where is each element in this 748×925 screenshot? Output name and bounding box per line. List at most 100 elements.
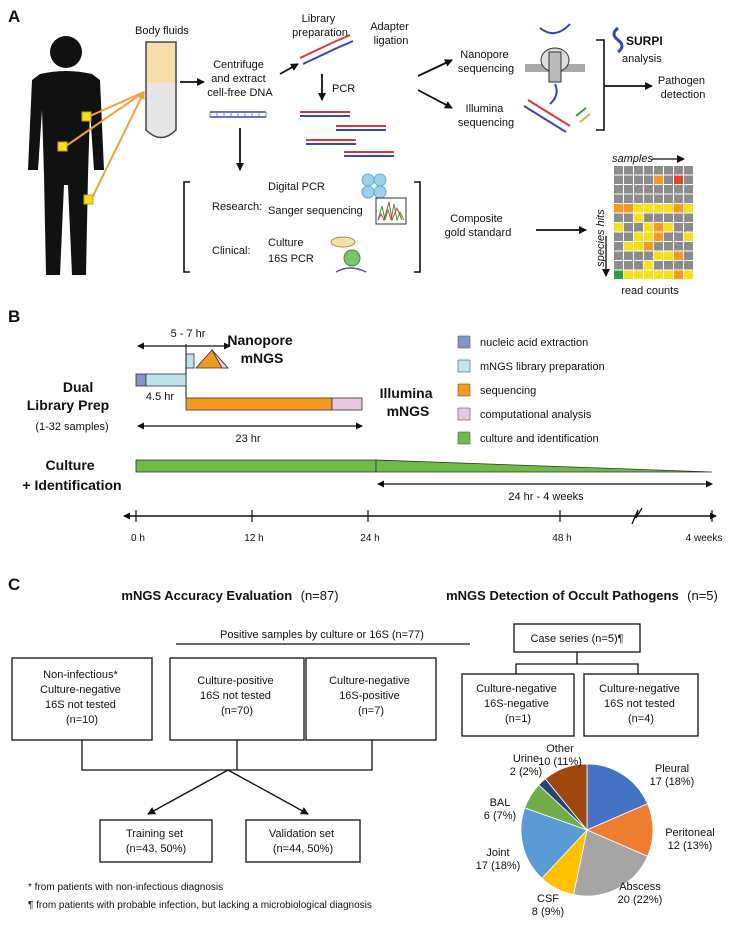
heatmap-cell (614, 242, 623, 251)
box-culture-negative-16s-positive: Culture-negative 16S-positive (n=7) (305, 657, 437, 741)
case-series-connectors (515, 652, 639, 674)
heatmap-cell (654, 270, 663, 279)
16s-pcr-icon (335, 249, 367, 273)
sample-site-markers (57, 91, 145, 205)
heatmap-cell (654, 232, 663, 241)
culture-duration-label: 24 hr - 4 weeks (508, 491, 584, 503)
heatmap-cell (654, 213, 663, 222)
legend-swatch (457, 383, 471, 397)
heatmap-cell (614, 185, 623, 194)
illumina-reads-icon (523, 99, 591, 133)
pie-value-urine: 2 (2%) (510, 766, 542, 778)
heatmap-cell (634, 166, 643, 175)
box-non-infectious: Non-infectious* Culture-negative 16S not… (11, 657, 153, 741)
accuracy-title: mNGS Accuracy Evaluation (n=87) (121, 587, 338, 604)
pie-slice-other (544, 763, 588, 832)
dna-fragments-icon (209, 111, 267, 118)
heatmap-cell (634, 185, 643, 194)
heatmap-cell (674, 194, 683, 203)
heatmap-cell (674, 270, 683, 279)
culture-timeline-bar (135, 459, 713, 473)
heatmap-cell (614, 223, 623, 232)
culture-dish-icon (330, 236, 356, 248)
heatmap-cell (614, 213, 623, 222)
sanger-trace-icon (375, 197, 407, 225)
heatmap-cell (684, 185, 693, 194)
species-hits-label: species hits (595, 209, 607, 267)
human-silhouette-icon (28, 36, 104, 275)
heatmap-cell (664, 261, 673, 270)
legend-swatch (457, 407, 471, 421)
heatmap-cell (644, 251, 653, 260)
library-prep-label: Library preparation (292, 13, 348, 39)
legend-label: nucleic acid extraction (480, 337, 588, 349)
heatmap-cell (654, 242, 663, 251)
axis-tick-48h: 48 h (552, 533, 571, 544)
adapter-dna-icon (299, 34, 354, 65)
clinical-label: Clinical: (212, 245, 251, 257)
heatmap-cell (614, 166, 623, 175)
surpi-logo-icon: SURPI (612, 26, 663, 54)
composite-label: Composite gold standard (445, 213, 512, 239)
axis-tick-24h: 24 h (360, 533, 379, 544)
heatmap-cell (644, 175, 653, 184)
heatmap-cell (674, 232, 683, 241)
nanopore-duration-label: 5 - 7 hr (171, 328, 206, 340)
samples-range-label: (1-32 samples) (35, 421, 108, 433)
heatmap-cell (614, 204, 623, 213)
heatmap-cell (664, 166, 673, 175)
heatmap-cell (614, 270, 623, 279)
heatmap-cell (664, 223, 673, 232)
box-validation-set: Validation set (n=44, 50%) (245, 819, 361, 863)
pie-label-pleural: Pleural (655, 763, 689, 775)
heatmap-cell (644, 261, 653, 270)
pcr-label: PCR (332, 83, 355, 95)
box-culture-positive: Culture-positive 16S not tested (n=70) (169, 657, 305, 741)
heatmap-cell (624, 242, 633, 251)
pie-value-pleural: 17 (18%) (650, 776, 695, 788)
heatmap-cell (624, 270, 633, 279)
svg-text:Culture-negative 16S-pos: Culture-negative 16S-positive (n=7) (329, 675, 413, 717)
time-axis (123, 507, 717, 525)
occult-pathogens-title: mNGS Detection of Occult Pathogens (n=5) (446, 587, 718, 604)
heatmap-grid (614, 166, 693, 279)
read-counts-label: read counts (621, 285, 679, 297)
svg-text:Non-infectious* Culture-: Non-infectious* Culture-negative 16S not… (40, 669, 124, 726)
pie-label-other: Other (546, 743, 574, 755)
centrifuge-label: Centrifuge and extract cell-free DNA (207, 59, 273, 99)
heatmap-cell (634, 251, 643, 260)
heatmap-cell (674, 261, 683, 270)
illumina-sequencing-label: Illumina sequencing (458, 103, 514, 129)
heatmap-cell (654, 194, 663, 203)
heatmap-cell (654, 166, 663, 175)
heatmap-cell (664, 204, 673, 213)
heatmap-cell (674, 204, 683, 213)
heatmap-cell (644, 270, 653, 279)
heatmap-cell (684, 223, 693, 232)
heatmap-cell (674, 213, 683, 222)
svg-text:Culture-negative 16S not: Culture-negative 16S not tested (n=4) (599, 683, 683, 725)
16s-pcr-label: 16S PCR (268, 253, 314, 265)
positive-samples-label: Positive samples by culture or 16S (n=77… (220, 629, 424, 641)
culture-identification-label: Culture + Identification (22, 457, 121, 493)
samples-label: samples (612, 153, 653, 165)
heatmap-cell (654, 261, 663, 270)
adapter-ligation-label: Adapter ligation (370, 21, 412, 47)
svg-text:Validation set (n=44, 50: Validation set (n=44, 50%) (269, 828, 337, 855)
heatmap-cell (664, 251, 673, 260)
heatmap-cell (674, 242, 683, 251)
axis-tick-12h: 12 h (244, 533, 263, 544)
heatmap-cell (614, 232, 623, 241)
pie-slice-joint (520, 807, 588, 879)
heatmap-cell (664, 270, 673, 279)
pie-value-peritoneal: 12 (13%) (668, 840, 713, 852)
illumina-duration-label: 23 hr (235, 433, 260, 445)
heatmap-cell (634, 194, 643, 203)
illumina-timeline-bars (135, 373, 363, 411)
pcr-products-icon (300, 111, 394, 157)
pathogen-detection-label: Pathogen detection (658, 75, 708, 101)
legend-label: sequencing (480, 385, 536, 397)
sample-tube-icon (145, 41, 177, 139)
heatmap-cell (644, 204, 653, 213)
